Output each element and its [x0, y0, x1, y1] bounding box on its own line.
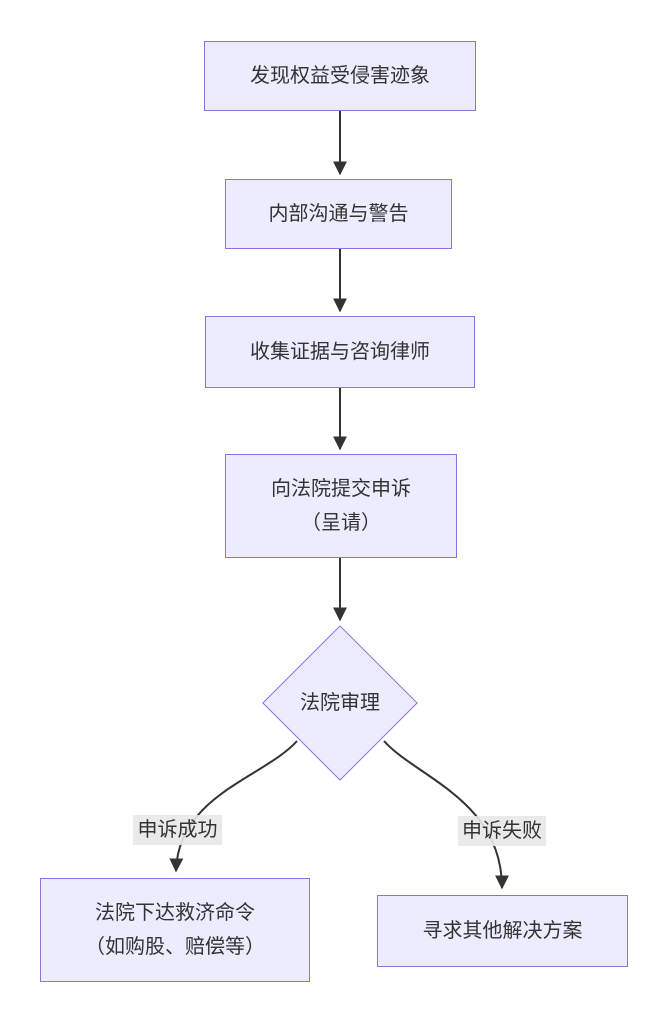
edge-label-appeal-failure: 申诉失败	[458, 816, 546, 846]
decision-court-hearing-label: 法院审理	[300, 692, 380, 714]
edge-e-g	[383, 740, 509, 890]
node-court-remedy-order: 法院下达救济命令 （如购股、赔偿等）	[40, 878, 310, 982]
node-seek-other-solutions: 寻求其他解决方案	[377, 895, 628, 967]
edge-e-f	[169, 740, 298, 873]
node-internal-communication: 内部沟通与警告	[225, 179, 452, 249]
node-submit-petition: 向法院提交申诉 （呈请）	[225, 454, 457, 558]
edge-label-appeal-success: 申诉成功	[133, 815, 222, 845]
node-collect-evidence: 收集证据与咨询律师	[205, 316, 475, 388]
node-discover-infringement: 发现权益受侵害迹象	[204, 41, 476, 111]
